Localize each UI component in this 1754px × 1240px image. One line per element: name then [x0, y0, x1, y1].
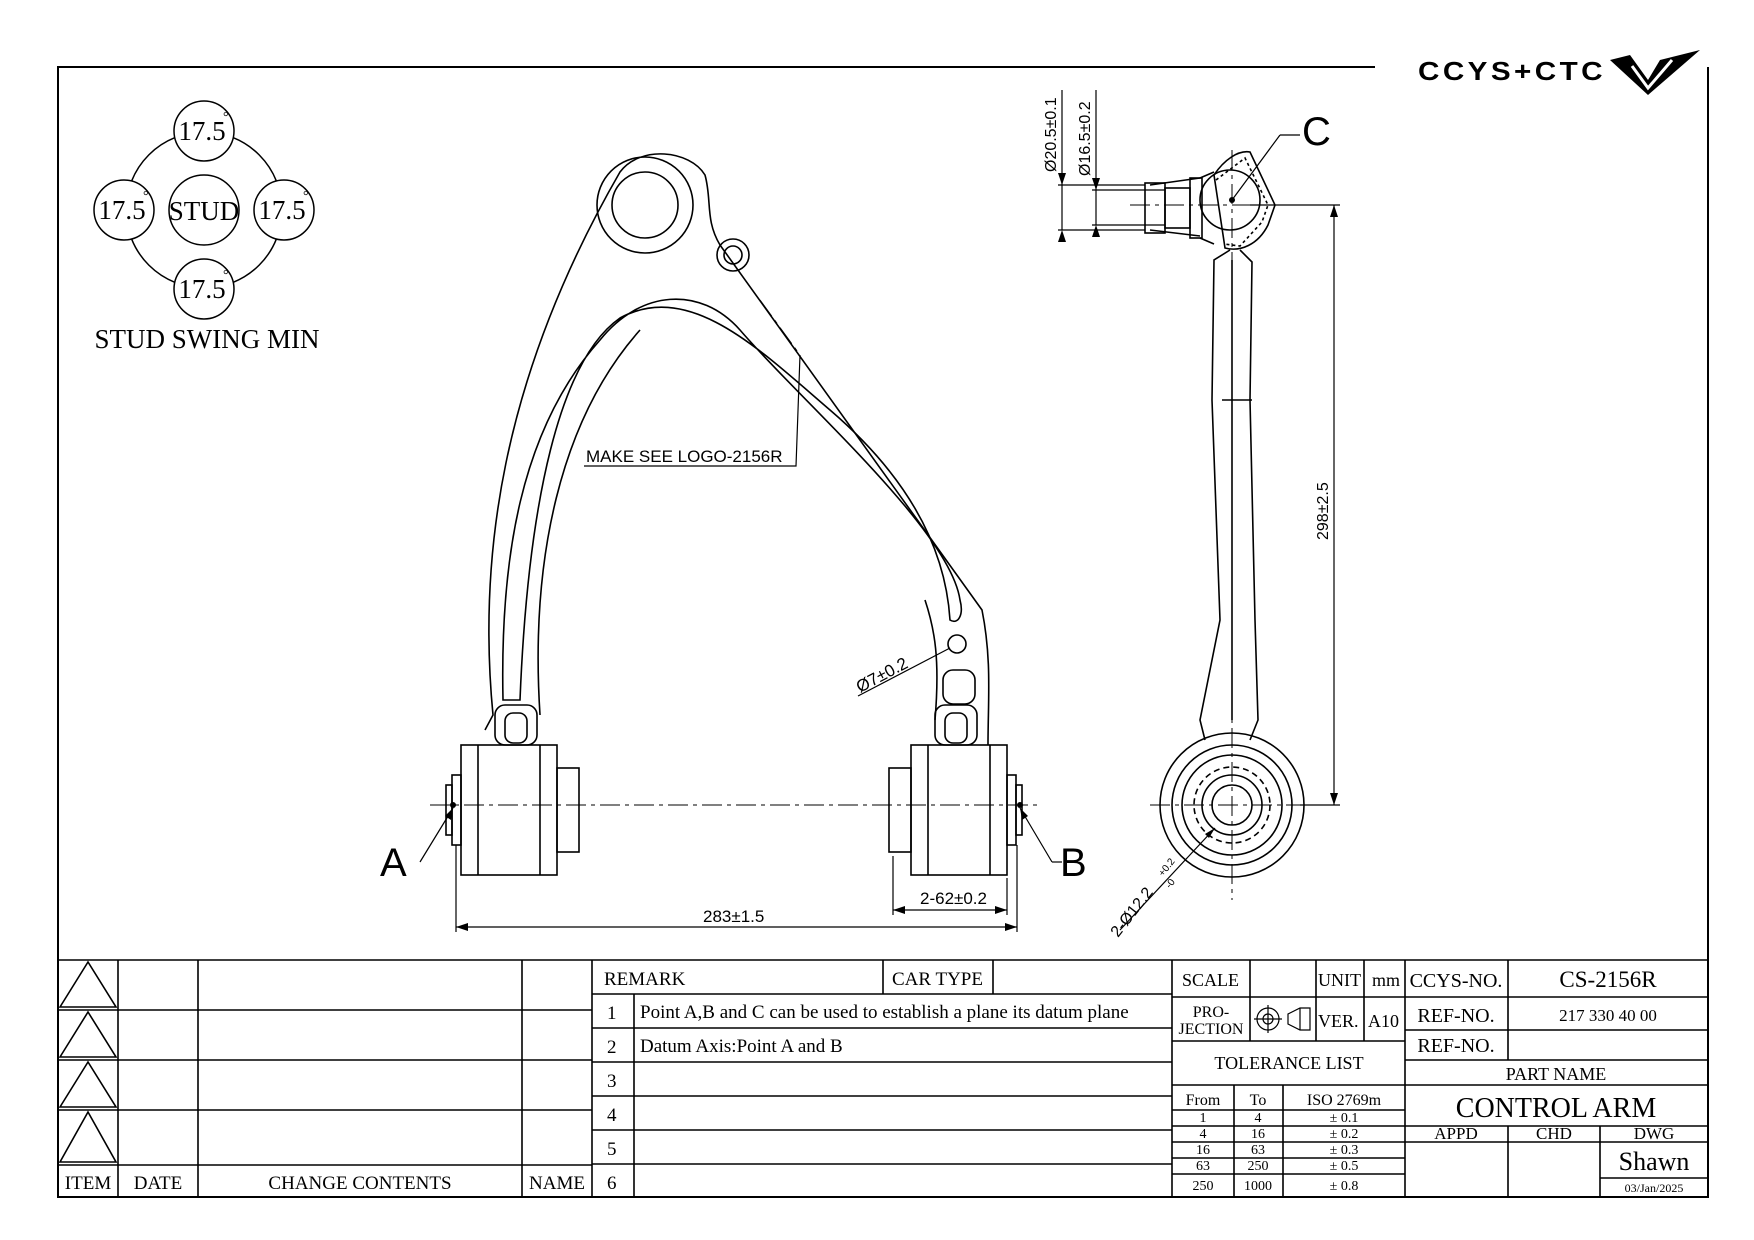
ref-no-value: 217 330 40 00	[1559, 1006, 1657, 1025]
projection-label: JECTION	[1179, 1021, 1244, 1038]
tol-value: ± 0.2	[1330, 1127, 1359, 1142]
right-bushing	[910, 744, 1008, 876]
remark-row-no: 4	[607, 1105, 617, 1126]
unit-value: mm	[1372, 970, 1400, 990]
tol-to: 250	[1248, 1159, 1269, 1174]
swing-angle-bottom: 17.5	[178, 274, 225, 304]
revision-triangle	[58, 1060, 118, 1108]
header-name: NAME	[529, 1173, 585, 1194]
hole-dimension: Ø7±0.2	[853, 654, 911, 697]
remark-row-text: Point A,B and C can be used to establish…	[640, 1002, 1129, 1023]
car-type-label: CAR TYPE	[892, 969, 983, 990]
chd-label: CHD	[1536, 1124, 1572, 1143]
logo-note-leader	[584, 354, 801, 467]
title-block-grid	[58, 959, 1708, 1197]
scale-label: SCALE	[1182, 970, 1239, 990]
tol-to: 63	[1251, 1143, 1265, 1158]
tol-from: 250	[1193, 1179, 1214, 1194]
tol-value: ± 0.3	[1330, 1143, 1359, 1158]
logo-mark-icon	[1610, 50, 1700, 95]
remark-label: REMARK	[604, 969, 686, 990]
ref-no-label: REF-NO.	[1417, 1035, 1494, 1057]
tol-from: 1	[1200, 1111, 1207, 1126]
control-arm-side-view	[1144, 150, 1305, 878]
tol-to: 4	[1255, 1111, 1262, 1126]
ver-value: A10	[1368, 1011, 1399, 1031]
ver-label: VER.	[1318, 1011, 1359, 1031]
ref-no-label: REF-NO.	[1417, 1005, 1494, 1027]
tol-to: 1000	[1244, 1179, 1272, 1194]
ccys-no-label: CCYS-NO.	[1410, 970, 1503, 992]
drawn-by: Shawn	[1619, 1147, 1690, 1176]
remark-row-no: 2	[607, 1037, 617, 1058]
ccys-no-value: CS-2156R	[1559, 967, 1657, 992]
stud-swing-diagram	[93, 100, 315, 320]
point-c-label: C	[1302, 110, 1331, 154]
degree-mark-bottom: °	[223, 268, 229, 283]
tol-from: 16	[1196, 1143, 1210, 1158]
company-logo: CCYS+CTC	[1418, 50, 1700, 95]
left-bushing	[460, 744, 558, 876]
projection-label: PRO-	[1193, 1004, 1229, 1021]
remark-row-no: 5	[607, 1139, 617, 1160]
point-b-label: B	[1060, 841, 1087, 885]
bushing-dimension: 2-62±0.2	[920, 889, 987, 908]
degree-mark-top: °	[223, 110, 229, 125]
remark-row-no: 3	[607, 1071, 617, 1092]
header-date: DATE	[134, 1173, 183, 1194]
third-angle-projection-icon	[1254, 1005, 1311, 1033]
dia-20-5-dimension: Ø20.5±0.1	[1043, 97, 1060, 172]
bore-tolerance-upper: +0.2	[1157, 856, 1178, 879]
remark-row-no: 6	[607, 1173, 617, 1194]
part-name: CONTROL ARM	[1456, 1093, 1657, 1124]
part-name-label: PART NAME	[1506, 1064, 1606, 1084]
swing-angle-right: 17.5	[258, 195, 305, 225]
control-arm-front-view	[445, 153, 1023, 876]
bore-tolerance-lower: -0	[1164, 877, 1178, 891]
revision-triangle	[58, 1110, 118, 1163]
unit-label: UNIT	[1318, 970, 1361, 990]
logo-note: MAKE SEE LOGO-2156R	[586, 447, 783, 466]
tol-header-to: To	[1250, 1092, 1267, 1109]
remark-row-text: Datum Axis:Point A and B	[640, 1036, 843, 1057]
hole-7mm	[947, 634, 967, 654]
degree-mark-right: °	[303, 189, 309, 204]
point-a-label: A	[380, 841, 407, 885]
tol-header-std: ISO 2769m	[1307, 1092, 1382, 1109]
revision-triangle	[58, 960, 118, 1008]
appd-label: APPD	[1434, 1124, 1477, 1143]
logo-text: CCYS+CTC	[1418, 56, 1606, 86]
sheet-frame	[57, 66, 1709, 1198]
length-dimension: 298±2.5	[1315, 482, 1332, 540]
tol-value: ± 0.1	[1330, 1111, 1359, 1126]
tol-value: ± 0.8	[1330, 1179, 1359, 1194]
bore-dimension: 2-Ø12.2	[1108, 884, 1157, 940]
remark-row-no: 1	[607, 1003, 617, 1024]
tol-value: ± 0.5	[1330, 1159, 1359, 1174]
dwg-label: DWG	[1634, 1124, 1675, 1143]
header-change-contents: CHANGE CONTENTS	[268, 1173, 451, 1194]
tol-header-from: From	[1186, 1092, 1221, 1109]
tolerance-title: TOLERANCE LIST	[1214, 1053, 1363, 1073]
drawing-date: 03/Jan/2025	[1625, 1181, 1684, 1195]
revision-markers	[58, 960, 118, 1163]
dia-16-5-dimension: Ø16.5±0.2	[1077, 101, 1094, 176]
header-item: ITEM	[65, 1173, 112, 1194]
degree-mark-left: °	[143, 189, 149, 204]
tol-to: 16	[1251, 1127, 1265, 1142]
swing-angle-top: 17.5	[178, 116, 225, 146]
tol-from: 63	[1196, 1159, 1210, 1174]
stud-label: STUD	[169, 196, 240, 226]
tol-from: 4	[1200, 1127, 1207, 1142]
swing-angle-left: 17.5	[98, 195, 145, 225]
stud-swing-caption: STUD SWING MIN	[95, 324, 320, 354]
revision-triangle	[58, 1010, 118, 1058]
span-dimension: 283±1.5	[703, 907, 764, 926]
